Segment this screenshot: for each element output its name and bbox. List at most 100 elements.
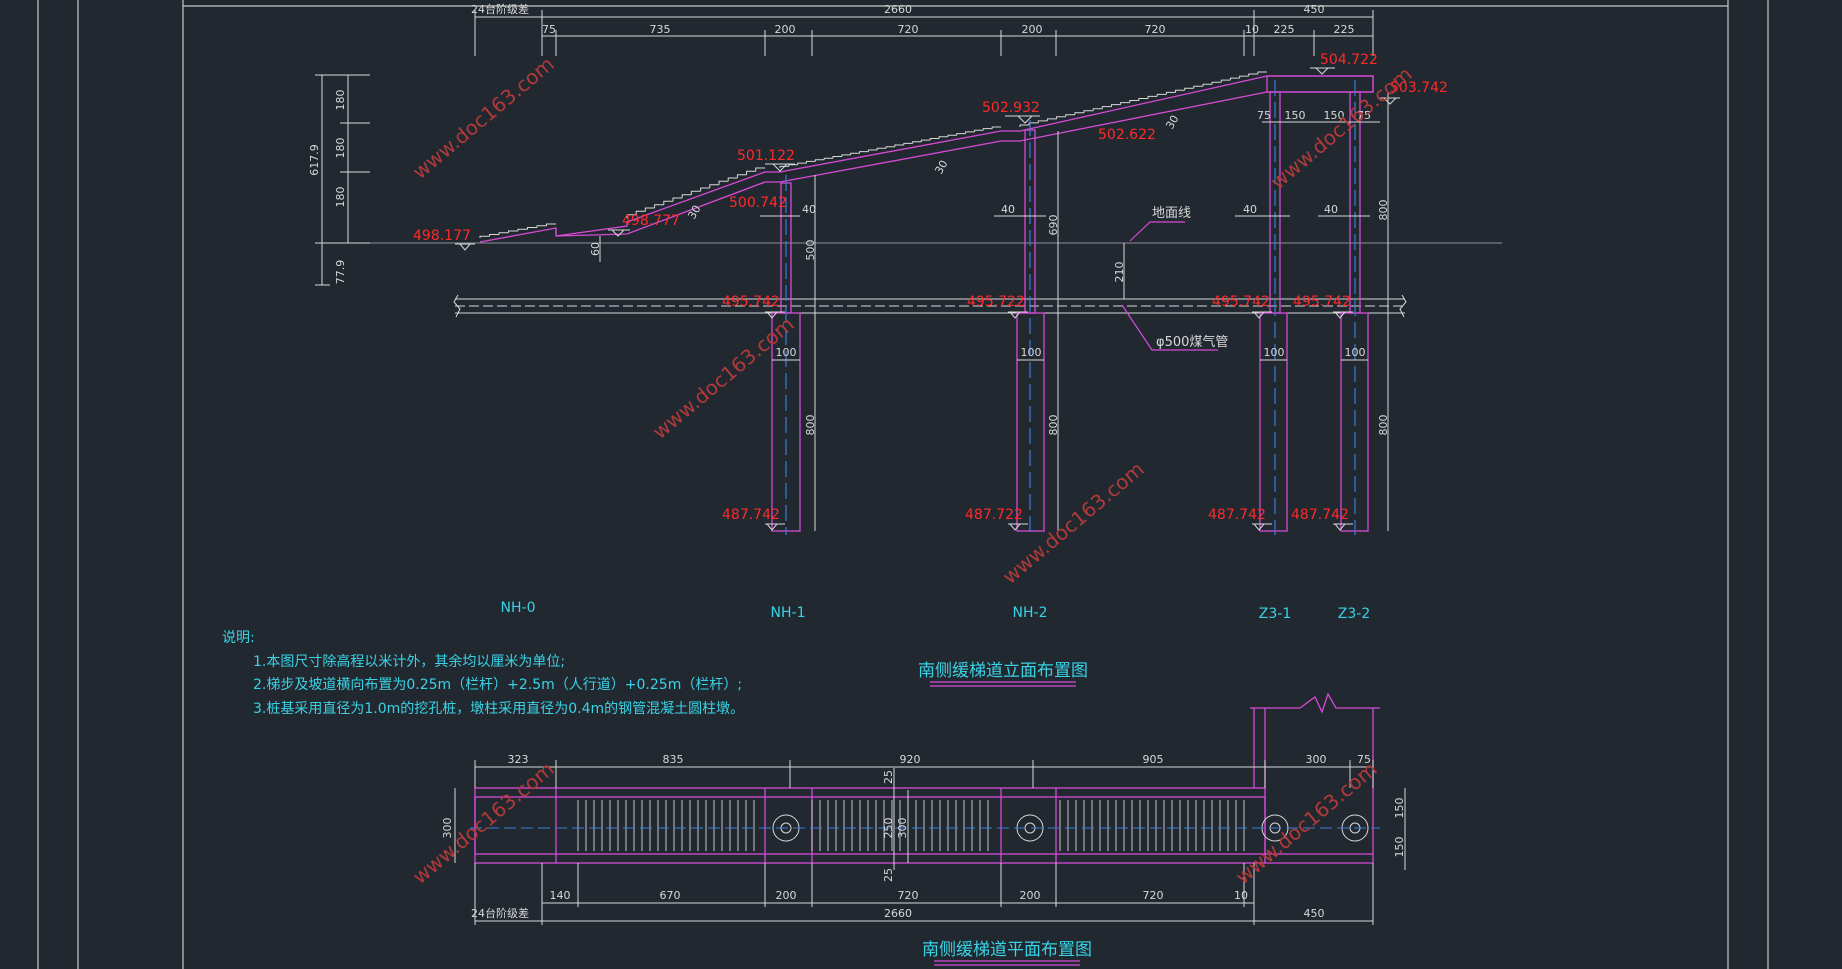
elevation-title: 南侧缓梯道立面布置图 bbox=[918, 661, 1088, 681]
dim-left-step-3: 180 bbox=[334, 187, 347, 208]
elev-nh1-top: 501.122 bbox=[737, 148, 795, 164]
dim-z3-top-d: 75 bbox=[1357, 109, 1371, 122]
pier-z3-cap bbox=[1266, 75, 1374, 93]
stair-treads bbox=[479, 71, 1267, 238]
dim-left-step-2: 180 bbox=[334, 138, 347, 159]
dim-seg-4: 200 bbox=[1022, 23, 1043, 36]
plan-dimension-lines bbox=[454, 760, 1406, 925]
watermark-5: www.doc163.com bbox=[408, 757, 559, 889]
pier-name-nh0: NH-0 bbox=[501, 600, 536, 616]
dim-z32-pile: 100 bbox=[1345, 346, 1366, 359]
dim-seg-7: 225 bbox=[1274, 23, 1295, 36]
dim-z31-col: 40 bbox=[1243, 203, 1257, 216]
stair-structure bbox=[479, 75, 1374, 243]
plan-bottom-dim-2: 670 bbox=[660, 889, 681, 902]
elev-z3-right: 503.742 bbox=[1390, 80, 1448, 96]
top-dimension-lines bbox=[474, 10, 1374, 56]
left-dimension-texts: 617.9 180 180 180 77.9 bbox=[308, 90, 347, 285]
slope-2: 30 bbox=[932, 158, 950, 177]
plan-top-dim-2: 835 bbox=[663, 753, 684, 766]
dim-210: 210 bbox=[1113, 262, 1126, 283]
dim-overall: 2660 bbox=[884, 3, 912, 16]
elev-z31-bottom: 487.742 bbox=[1208, 507, 1266, 523]
stair-tread-run bbox=[1019, 71, 1267, 127]
plan-top-dim-5: 300 bbox=[1306, 753, 1327, 766]
slope-1: 30 bbox=[685, 203, 703, 222]
plan-mid-dim-1: 25 bbox=[882, 770, 895, 784]
elev-nh2-top: 502.932 bbox=[982, 100, 1040, 116]
pier-names: NH-0 NH-1 NH-2 Z3-1 Z3-2 bbox=[501, 600, 1371, 622]
dim-z3-height: 800 bbox=[1377, 200, 1390, 221]
plan-left-dim: 300 bbox=[441, 818, 454, 839]
plan-view: 323 835 920 905 300 75 140 670 200 720 2… bbox=[441, 692, 1406, 966]
notes-block: 说明: 1.本图尺寸除高程以米计外，其余均以厘米为单位; 2.梯步及坡道横向布置… bbox=[222, 630, 744, 717]
piers bbox=[771, 75, 1374, 532]
elev-landing-low: 498.777 bbox=[622, 213, 680, 229]
notes-heading: 说明: bbox=[222, 630, 255, 646]
drawing-frame bbox=[37, 0, 1769, 969]
pier-name-nh1: NH-1 bbox=[771, 605, 806, 621]
dim-z3-800: 800 bbox=[1377, 415, 1390, 436]
plan-overall: 2660 bbox=[884, 907, 912, 920]
elev-nh1-pile-top: 495.742 bbox=[722, 294, 780, 310]
plan-overall-left: 24台阶级差 bbox=[471, 906, 529, 920]
plan-right: 450 bbox=[1304, 907, 1325, 920]
plan-top-dim-1: 323 bbox=[508, 753, 529, 766]
pier-name-nh2: NH-2 bbox=[1013, 605, 1048, 621]
plan-bottom-dim-4: 720 bbox=[898, 889, 919, 902]
slope-labels: 30 30 30 bbox=[685, 113, 1181, 222]
dim-nh2-800: 800 bbox=[1047, 415, 1060, 436]
plan-right-dim-1: 150 bbox=[1393, 798, 1406, 819]
elevation-marker-symbols bbox=[455, 67, 1400, 531]
dim-seg-0: 75 bbox=[542, 23, 556, 36]
plan-top-dim-4: 905 bbox=[1143, 753, 1164, 766]
dim-60: 60 bbox=[589, 242, 602, 256]
plan-right-dim-2: 150 bbox=[1393, 837, 1406, 858]
elev-nh2-bottom: 487.722 bbox=[965, 507, 1023, 523]
dim-left-total: 617.9 bbox=[308, 144, 321, 176]
dim-z32-col: 40 bbox=[1324, 203, 1338, 216]
label-gas-pipe: φ500煤气管 bbox=[1156, 334, 1228, 350]
plan-bottom-dim-1: 140 bbox=[550, 889, 571, 902]
pier-z31-pile bbox=[1259, 312, 1288, 532]
dim-nh2-690: 690 bbox=[1047, 215, 1060, 236]
dim-z3-top-c: 150 bbox=[1324, 109, 1345, 122]
pier-axes bbox=[785, 80, 1356, 535]
elev-z3-top: 504.722 bbox=[1320, 52, 1378, 68]
dim-left-step-1: 180 bbox=[334, 90, 347, 111]
dim-nh2-col: 40 bbox=[1001, 203, 1015, 216]
dim-nh1-500: 500 bbox=[804, 240, 817, 261]
elev-nh2-cap: 502.622 bbox=[1098, 127, 1156, 143]
elev-nh1-cap: 500.742 bbox=[729, 195, 787, 211]
dim-nh1-col: 40 bbox=[802, 203, 816, 216]
annotation-leaders bbox=[1121, 221, 1218, 351]
plan-bottom-dim-7: 10 bbox=[1234, 889, 1248, 902]
slope-3: 30 bbox=[1163, 113, 1181, 132]
elev-z32-pile-top: 495.742 bbox=[1293, 294, 1351, 310]
dim-nh1-pile: 100 bbox=[776, 346, 797, 359]
dim-seg-1: 735 bbox=[650, 23, 671, 36]
watermark-1: www.doc163.com bbox=[408, 52, 559, 184]
plan-mid-dim-2: 250 bbox=[882, 818, 895, 839]
elev-z32-bottom: 487.742 bbox=[1291, 507, 1349, 523]
plan-top-dim-6: 75 bbox=[1357, 753, 1371, 766]
stair-tread-run bbox=[479, 223, 556, 238]
plan-bottom-dim-6: 720 bbox=[1143, 889, 1164, 902]
dim-overall-left: 24台阶级差 bbox=[471, 2, 529, 16]
dim-seg-6: 10 bbox=[1245, 23, 1259, 36]
plan-mid-dim-3: 300 bbox=[896, 818, 909, 839]
plan-mid-dim-4: 25 bbox=[882, 868, 895, 882]
gas-pipe-band bbox=[453, 294, 1407, 318]
dim-z3-top-b: 150 bbox=[1285, 109, 1306, 122]
plan-treads bbox=[577, 800, 1245, 851]
notes-item-3: 3.桩基采用直径为1.0m的挖孔桩，墩柱采用直径为0.4m的钢管混凝土圆柱墩。 bbox=[253, 700, 744, 717]
pier-name-z32: Z3-2 bbox=[1338, 606, 1370, 622]
dim-seg-3: 720 bbox=[898, 23, 919, 36]
elevation-labels: 498.177 498.777 501.122 500.742 502.932 … bbox=[413, 52, 1448, 523]
dim-z31-pile: 100 bbox=[1264, 346, 1285, 359]
notes-item-2: 2.梯步及坡道横向布置为0.25m（栏杆）+2.5m（人行道）+0.25m（栏杆… bbox=[253, 677, 742, 693]
plan-bottom-dim-3: 200 bbox=[776, 889, 797, 902]
watermark-2: www.doc163.com bbox=[648, 312, 799, 444]
dim-z3-top-a: 75 bbox=[1257, 109, 1271, 122]
